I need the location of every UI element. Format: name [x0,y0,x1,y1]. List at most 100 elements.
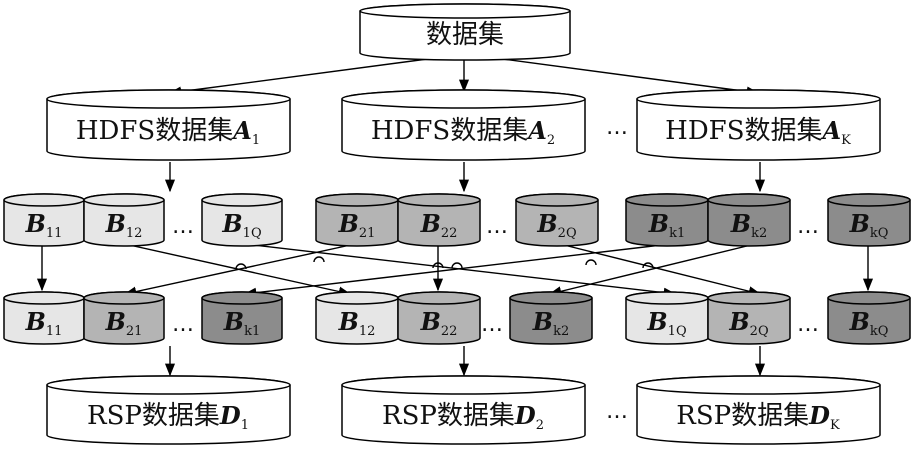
row2-block-label-9-symbol: B [849,307,870,336]
arrow-bk1-to-group1 [243,243,671,298]
hdfs-cyl-2: HDFS数据集A2 [341,89,586,161]
hdfs-label-3: HDFS数据集AK [665,116,851,148]
row1-block-22-5-top [397,193,481,207]
row1-block-12-2-top [83,193,165,207]
hop-2 [313,256,325,263]
rsp-cyl-3: RSP数据集DK [636,375,881,445]
ellipsis-7: … [797,312,819,337]
rsp-label-2: RSP数据集D2 [382,401,544,433]
row2-block-label-8-subscript: 2Q [750,324,769,339]
row1-block-label-1-symbol: B [25,209,46,238]
rsp-label-3: RSP数据集DK [676,401,840,433]
arrows-layer [36,57,874,377]
hdfs-label-1-symbol: A [231,116,252,145]
hop-4 [451,262,463,269]
dataset-cyl: 数据集 [359,3,571,61]
ellipsis-2: … [172,214,194,239]
row2-block-label-5: B22 [420,307,458,339]
row1-block-2q-6-top [515,193,599,207]
hdfs-label-3-symbol: A [821,116,842,145]
row1-block-label-4-subscript: 21 [359,226,376,241]
hdfs-cyl-3: HDFS数据集AK [636,89,881,161]
row2-block-k2-6: Bk2 [509,291,593,345]
row2-block-2q-8: B2Q [707,291,791,345]
rsp-label-3-symbol: D [808,401,830,430]
rsp-cyl-3-top [636,375,881,395]
row1-block-label-7-symbol: B [648,209,669,238]
row2-block-21-2: B21 [83,291,165,345]
hdfs-label-1-subscript: 1 [252,133,260,148]
rsp-label-1-text: RSP数据集 [87,401,220,431]
hdfs-label-1-text: HDFS数据集 [76,116,233,146]
rsp-label-2-text: RSP数据集 [382,401,515,431]
ellipsis-4: … [797,214,819,239]
row2-block-kq-9: BkQ [827,291,911,345]
row2-block-label-1-subscript: 11 [46,324,63,339]
row2-block-label-5-symbol: B [420,307,441,336]
arrow-bk2-to-group2 [548,243,756,297]
row2-block-label-8: B2Q [728,307,768,339]
row1-block-1q-3: B1Q [201,193,283,247]
row2-block-k1-3-top [201,291,283,305]
row1-block-11-1-top [3,193,85,207]
hdfs-cyl-2-top [341,89,586,109]
ellipsis-3: … [486,214,508,239]
row2-block-label-4-symbol: B [338,307,359,336]
row1-block-kq-9: BkQ [827,193,911,247]
row1-block-label-8-symbol: B [730,209,751,238]
row2-block-label-4-subscript: 12 [359,324,376,339]
rsp-label-3-text: RSP数据集 [676,401,809,431]
row2-block-1q-7: B1Q [625,291,709,345]
row2-block-label-5-subscript: 22 [441,324,458,339]
rsp-cyl-1: RSP数据集D1 [46,375,291,445]
arrow-dataset-to-ak [494,57,760,97]
row2-block-k1-3: Bk1 [201,291,283,345]
row2-block-label-2-subscript: 21 [126,324,143,339]
row2-block-label-2: B21 [105,307,143,339]
rsp-label-2-subscript: 2 [536,418,544,433]
row1-block-label-6-symbol: B [536,209,557,238]
row2-block-label-7-subscript: 1Q [668,324,687,339]
hdfs-label-3-subscript: K [841,133,851,148]
row1-block-label-5-subscript: 22 [441,226,458,241]
row1-block-label-3: B1Q [221,209,261,241]
row1-block-label-3-symbol: B [221,209,242,238]
row1-block-21-4: B21 [315,193,399,247]
row1-block-label-6: B2Q [536,209,576,241]
row1-block-label-8-subscript: k2 [751,226,767,241]
row1-block-12-2: B12 [83,193,165,247]
row2-block-label-1-symbol: B [25,307,46,336]
row1-block-label-2: B12 [105,209,143,241]
hdfs-label-2-subscript: 2 [547,133,555,148]
crossing-hops [235,256,654,270]
row1-block-k1-7-top [625,193,709,207]
row2-block-label-1: B11 [25,307,63,339]
hdfs-label-3-text: HDFS数据集 [665,116,822,146]
hdfs-label-2: HDFS数据集A2 [371,116,555,148]
row2-block-kq-9-top [827,291,911,305]
row2-block-label-3-symbol: B [223,307,244,336]
hop-3 [432,262,444,269]
row1-block-label-5-symbol: B [420,209,441,238]
row1-block-label-4: B21 [338,209,376,241]
dataset-cylinder: 数据集 [359,3,571,61]
arrow-dataset-to-a1 [168,57,436,97]
rsp-cyl-1-top [46,375,291,395]
row1-block-label-3-subscript: 1Q [243,226,262,241]
dataset-cyl-top [359,3,571,19]
row2-block-12-4-top [315,291,399,305]
hdfs-cyl-3-top [636,89,881,109]
row1-block-1q-3-top [201,193,283,207]
row2-block-11-1-top [3,291,85,305]
row2-block-k2-6-top [509,291,593,305]
ellipsis-5: … [172,312,194,337]
row2-block-21-2-top [83,291,165,305]
row1-block-label-9: BkQ [849,209,889,241]
rsp-cyl-2: RSP数据集D2 [341,375,586,445]
row1-block-kq-9-top [827,193,911,207]
hop-1 [235,263,247,270]
row2-block-label-4: B12 [338,307,376,339]
row2-block-label-7: B1Q [646,307,686,339]
hdfs-cyl-1-top [46,89,291,109]
